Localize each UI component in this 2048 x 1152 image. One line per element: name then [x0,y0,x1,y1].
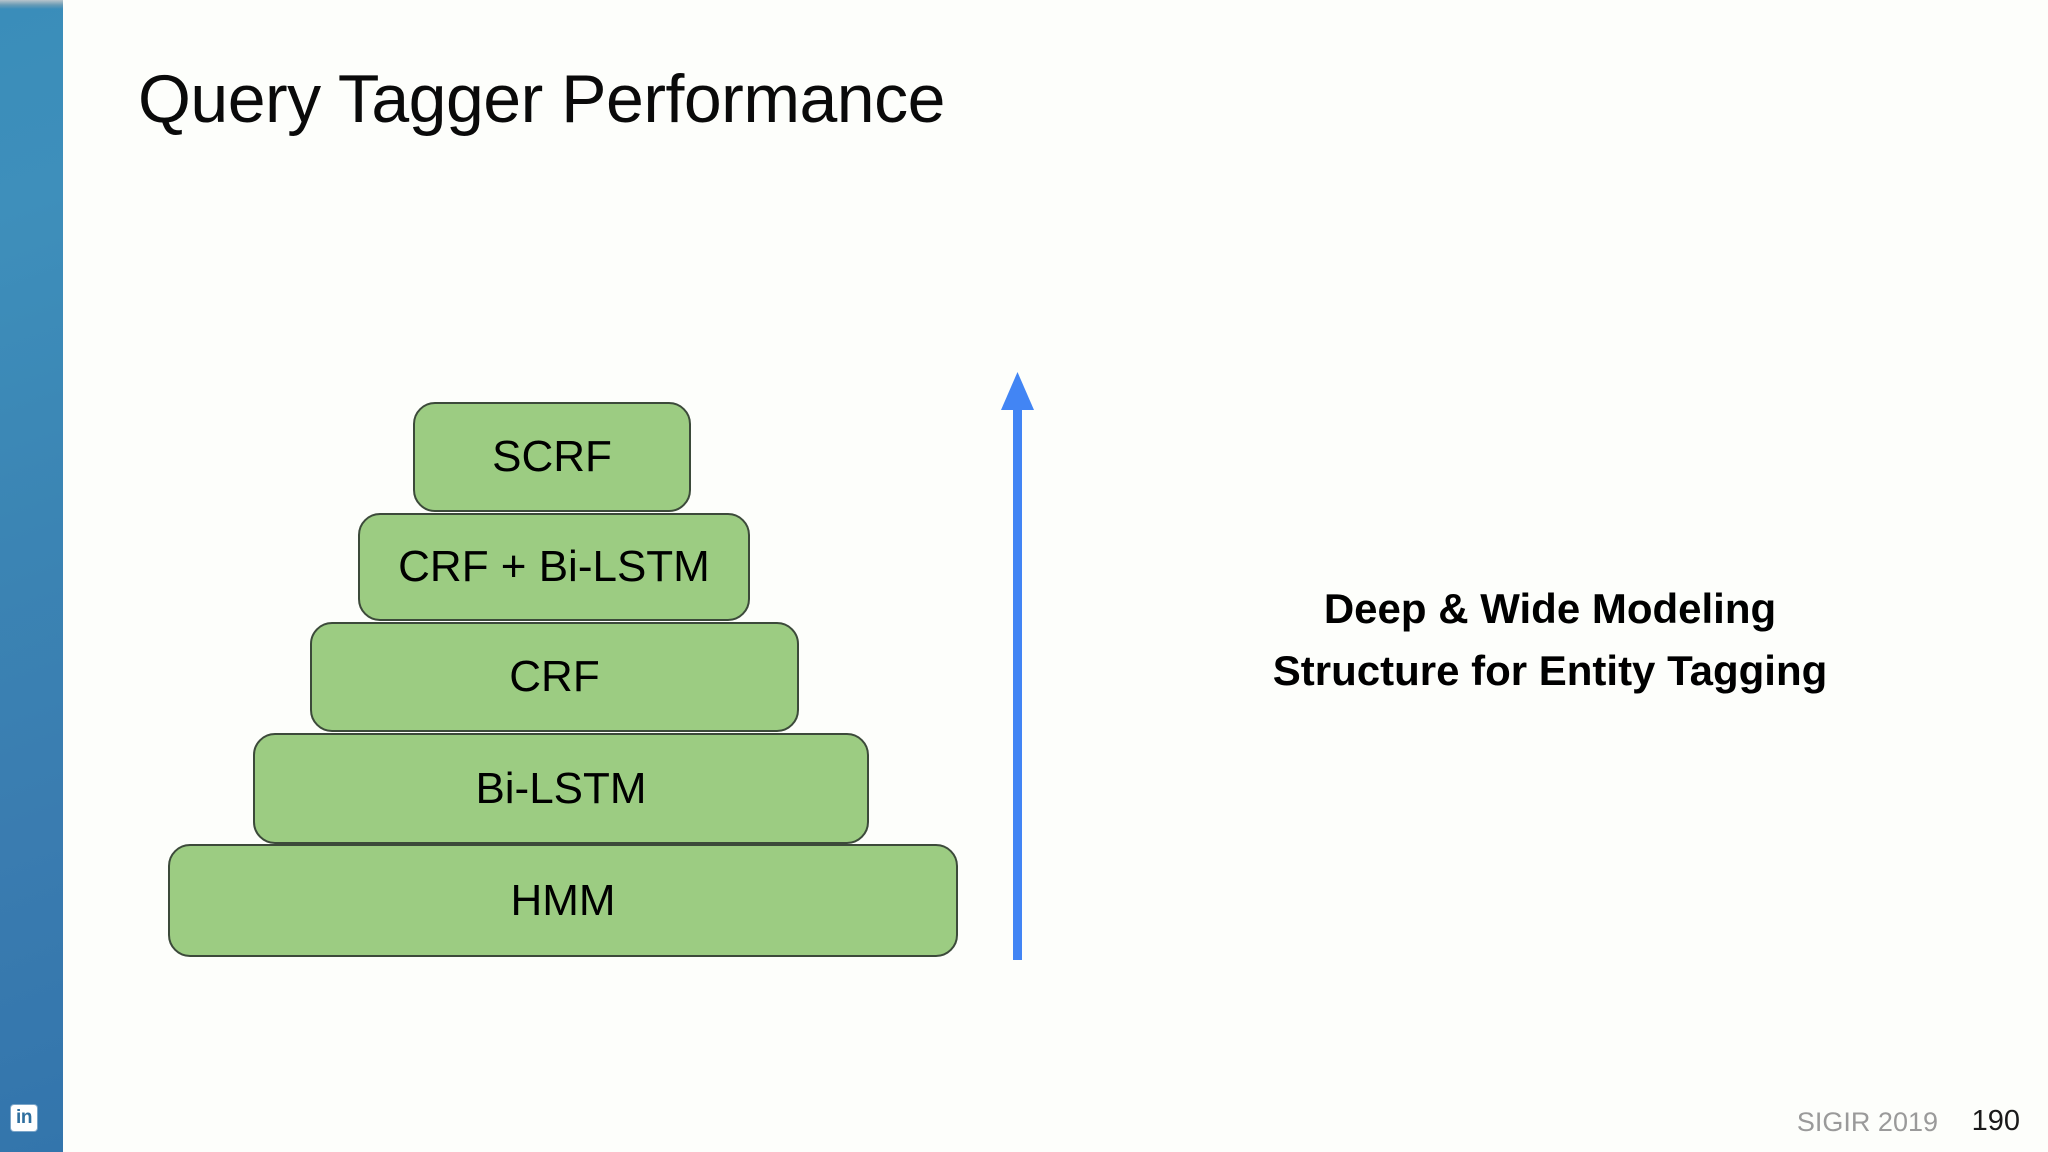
sidebar-top-highlight [0,0,63,9]
sidebar-accent-bar: in [0,0,63,1152]
caption-line-2: Structure for Entity Tagging [1272,647,1828,694]
linkedin-logo-text: in [16,1107,32,1128]
caption-text: Deep & Wide Modeling Structure for Entit… [1180,578,1920,702]
footer-page-number: 190 [1971,1105,2020,1137]
caption-line-1: Deep & Wide Modeling [1323,585,1777,632]
pyramid-level-hmm: HMM [168,844,958,957]
up-arrow-icon [1001,372,1034,960]
pyramid-level-scrf: SCRF [413,402,691,512]
pyramid-level-crf: CRF [310,622,799,732]
linkedin-logo: in [11,1105,37,1131]
footer-conference-label: SIGIR 2019 [1796,1107,1938,1137]
pyramid-level-bilstm: Bi-LSTM [253,733,869,844]
pyramid-level-crf-bilstm: CRF + Bi-LSTM [358,513,750,621]
page-title: Query Tagger Performance [138,61,945,137]
